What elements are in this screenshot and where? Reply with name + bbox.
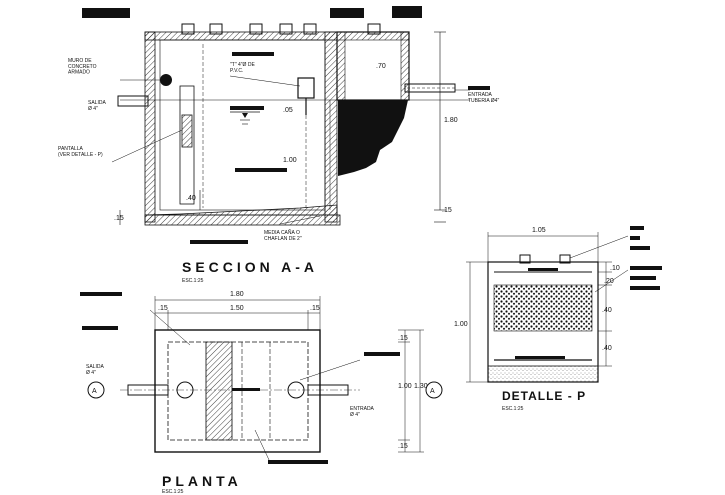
tank-top-slab (144, 31, 338, 41)
detail-gravel (493, 284, 593, 332)
vent-cap-5 (303, 23, 317, 35)
dim-005: .05 (283, 107, 293, 114)
dim-040: .40 (186, 195, 196, 202)
section-mark-right (425, 381, 443, 399)
vent-cap-1 (181, 23, 195, 35)
note-block (80, 292, 122, 296)
plan-title: PLANTA (162, 473, 242, 489)
tank-right-wall (324, 31, 338, 223)
inlet-box-top (336, 31, 410, 41)
section-scale: ESC.1:25 (182, 278, 204, 284)
detail-scale: ESC.1:25 (502, 406, 524, 412)
note-block (364, 352, 400, 356)
note-block (268, 460, 328, 464)
tank-floor-slab (144, 204, 338, 216)
note-block (82, 8, 130, 18)
note-block (468, 86, 490, 90)
plan-dim-015-right: .15 (310, 305, 320, 312)
dim-070: .70 (376, 63, 386, 70)
vent-cap-2 (209, 23, 223, 35)
detail-dim-105: 1.05 (532, 227, 546, 234)
note-block (82, 326, 118, 330)
tee-fitting (297, 77, 315, 99)
screen-label: PANTALLA(VER DETALLE - P) (58, 146, 103, 158)
plan-dim-015-left: .15 (158, 305, 168, 312)
note-block (630, 286, 660, 290)
cast-pipe-section (160, 74, 172, 86)
detail-dim-040-b: .40 (602, 345, 612, 352)
detail-handle-right (559, 254, 571, 264)
plan-dim-015-bottom: .15 (398, 443, 408, 450)
note-block (330, 8, 364, 18)
plan-dim-100: 1.00 (398, 383, 412, 390)
inlet-box (336, 31, 410, 101)
note-block (392, 6, 422, 18)
detail-dim-020: .20 (604, 278, 614, 285)
note-block (235, 168, 287, 172)
tank-left-wall (144, 31, 156, 223)
detail-handle-left (519, 254, 531, 264)
plan-scale: ESC.1:25 (162, 489, 184, 495)
dim-015-right: .15 (442, 207, 452, 214)
section-mark-left (87, 381, 105, 399)
note-block (630, 226, 644, 230)
inlet-box-wall-left (336, 31, 346, 101)
outlet-riser (179, 85, 195, 205)
vent-cap-6 (367, 23, 381, 35)
section-mark-left-label: A (92, 388, 97, 395)
plan-dim-150: 1.50 (230, 305, 244, 312)
dim-100: 1.00 (283, 157, 297, 164)
detail-dim-040-a: .40 (602, 307, 612, 314)
plan-dim-015-top: .15 (398, 335, 408, 342)
detail-base (487, 365, 599, 383)
outlet-pipe (117, 95, 149, 107)
tank-floor-base (144, 214, 341, 226)
plan-dim-180: 1.80 (230, 291, 244, 298)
dim-015-left: .15 (114, 215, 124, 222)
detail-dim-100: 1.00 (454, 321, 468, 328)
plan-outer-wall (154, 329, 321, 453)
note-block (630, 236, 640, 240)
note-block (232, 52, 274, 56)
note-block (630, 266, 662, 270)
note-block (630, 276, 656, 280)
dim-180: 1.80 (444, 117, 458, 124)
soil-fill (338, 100, 408, 176)
note-block (230, 106, 264, 110)
vent-cap-4 (279, 23, 293, 35)
screen-panel (181, 114, 193, 148)
section-mark-right-label: A (430, 388, 435, 395)
plan-screen (205, 341, 233, 441)
note-block (190, 240, 248, 244)
detail-view: 1.05 1.00 .10 .20 .40 .40 DETALLE - P ES… (454, 226, 662, 412)
note-block (232, 388, 260, 391)
inner-chamber (159, 39, 326, 211)
detail-dim-010: .10 (610, 265, 620, 272)
section-title: SECCION A-A (182, 259, 318, 275)
detail-title: DETALLE - P (502, 389, 586, 403)
vent-cap-3 (249, 23, 263, 35)
plan-dim-130: 1.30 (414, 383, 428, 390)
note-block (630, 246, 650, 250)
